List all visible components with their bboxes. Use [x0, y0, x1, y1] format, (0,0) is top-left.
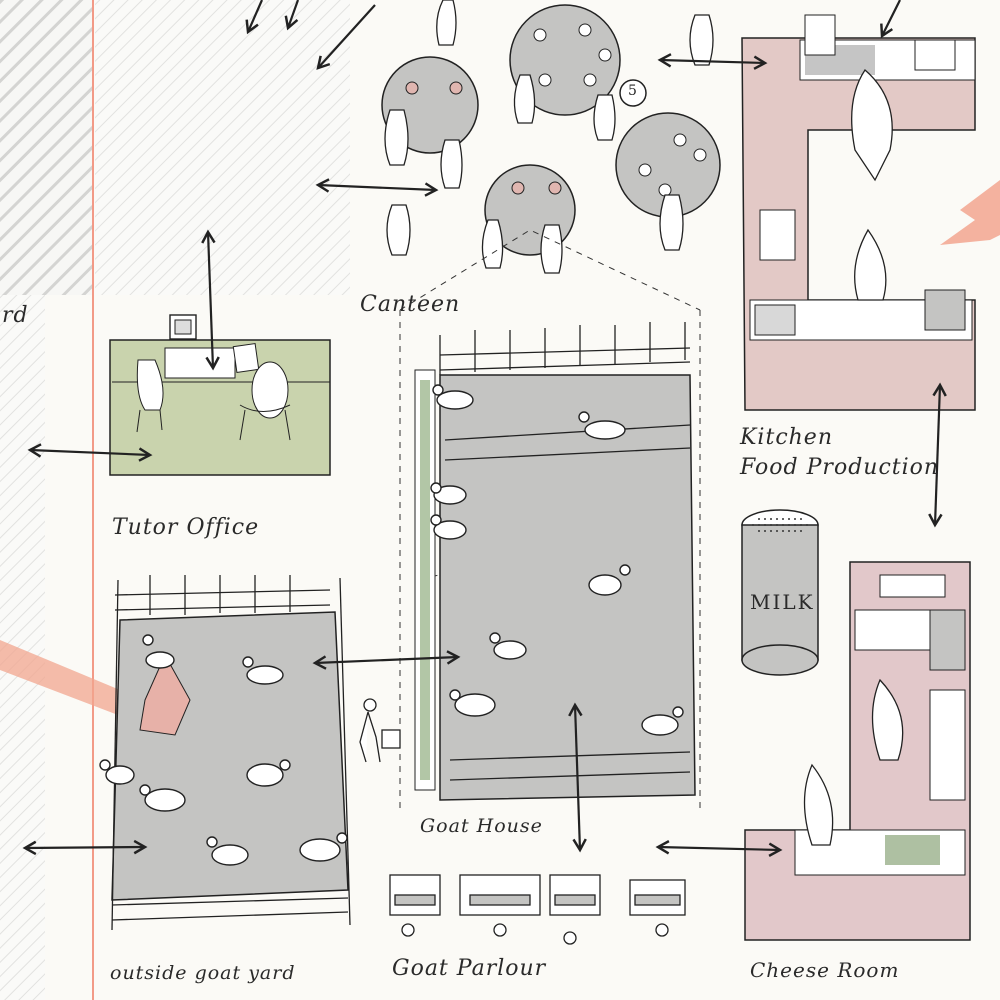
goat-parlour-label: Goat Parlour	[392, 956, 547, 981]
goat-icon	[578, 411, 626, 440]
arrow-icon	[657, 53, 768, 70]
goat-icon	[641, 706, 684, 736]
person-icon	[659, 194, 684, 251]
goat-icon	[299, 832, 348, 862]
milk-tank-icon-pot	[804, 14, 836, 56]
outside-goat-yard-label: outside goat yard	[110, 962, 296, 984]
goat-icon	[139, 784, 186, 812]
table-icon	[615, 112, 721, 218]
chef-icon	[803, 763, 834, 846]
person-icon	[481, 219, 504, 269]
goat-house	[414, 322, 696, 801]
arrow-icon	[655, 840, 783, 857]
person-icon	[386, 204, 411, 256]
arrow-icon	[22, 839, 148, 856]
salmon-arrow-right	[940, 180, 1000, 245]
arrow-icon	[880, 0, 901, 39]
person-icon	[513, 74, 536, 124]
person-icon	[689, 14, 714, 66]
arrow-icon	[928, 382, 947, 528]
arrow-icon	[27, 443, 153, 462]
food-production-label: Food Production	[740, 455, 940, 480]
arrow-icon	[315, 178, 439, 197]
outside-goat-yard	[111, 575, 351, 931]
tutor-office-label: Tutor Office	[112, 515, 260, 540]
goat-icon	[142, 634, 175, 669]
goats	[99, 384, 684, 866]
table-number-label: 5	[628, 83, 637, 99]
kitchen-label: Kitchen	[740, 425, 833, 450]
arrow-icon	[312, 650, 461, 670]
goat-icon	[430, 514, 467, 540]
arrow-icon	[284, 0, 300, 31]
chef-icon	[854, 228, 887, 301]
kitchen	[741, 14, 976, 411]
goat-icon	[489, 632, 527, 660]
chair-icon	[136, 359, 164, 433]
person-icon	[593, 94, 616, 141]
chair-icon	[239, 361, 291, 441]
person-icon	[440, 139, 463, 189]
table-number-badge	[619, 79, 647, 107]
goat-icon	[430, 482, 467, 505]
goat-icon	[99, 759, 135, 785]
person-icon	[359, 698, 401, 763]
arrow-icon	[568, 702, 587, 853]
person-icon	[540, 224, 563, 274]
table-icon	[509, 4, 621, 116]
goat-icon	[432, 384, 474, 410]
person-icon	[384, 109, 409, 166]
arrow-icon	[201, 229, 220, 371]
hatched-zone-top	[95, 0, 350, 295]
edge-fragment-label: rd	[2, 303, 29, 328]
arrow-icons	[22, 53, 947, 857]
person-icon	[436, 0, 457, 46]
canteen-label: Canteen	[360, 292, 461, 317]
goat-house-label: Goat House	[420, 815, 543, 837]
tutor-office	[109, 314, 331, 476]
canteen-tables	[381, 0, 721, 274]
hatched-zone-top-left	[0, 0, 92, 295]
goat-icon	[588, 564, 631, 596]
goat-icon	[449, 689, 496, 717]
computer-icon	[169, 314, 197, 340]
arrow-icon	[316, 4, 376, 70]
goat-icon	[246, 759, 291, 787]
chef-icon	[851, 69, 893, 182]
milk-tank-label: MILK	[750, 590, 815, 614]
goat-parlour	[389, 874, 686, 945]
arrow-icons-single	[245, 0, 901, 70]
milk-tank-icon	[741, 509, 819, 676]
chef-icon	[871, 678, 904, 761]
goat-icon	[206, 836, 249, 866]
cheese-room-label: Cheese Room	[750, 958, 900, 982]
goat-icon	[242, 656, 284, 685]
cheese-room	[744, 561, 971, 941]
arrow-icon	[245, 0, 264, 35]
